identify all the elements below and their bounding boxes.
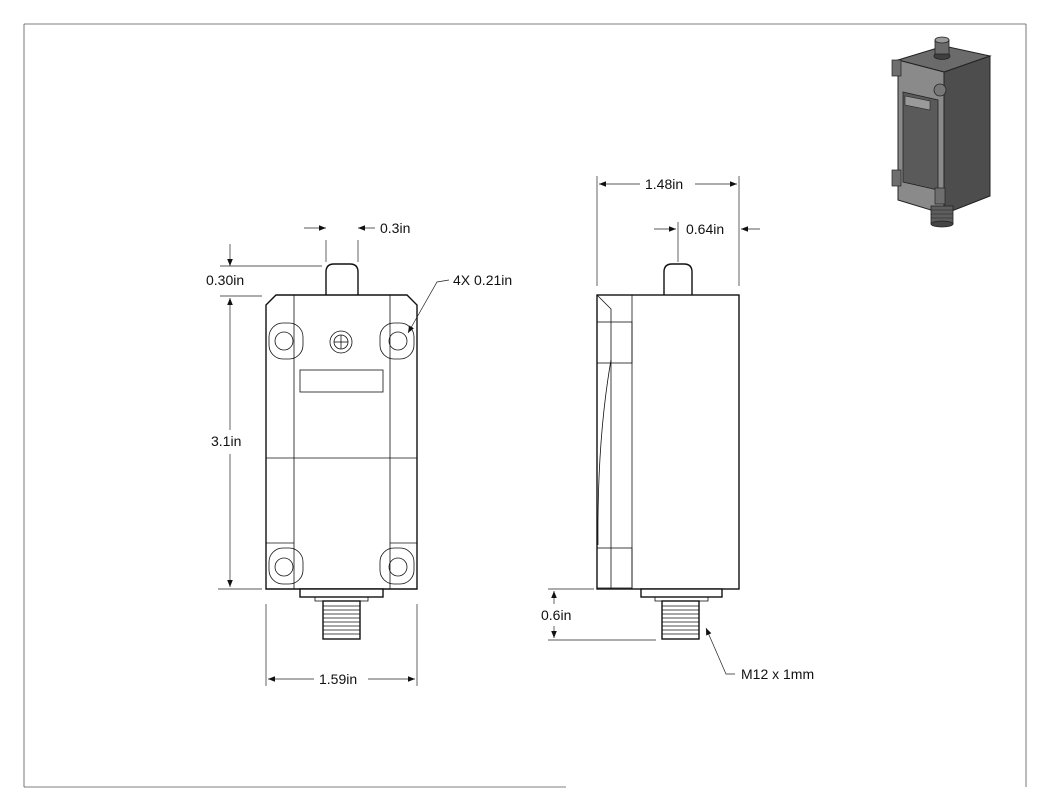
front-screw — [329, 330, 353, 354]
side-body-outline — [596, 294, 740, 590]
mounting-holes — [268, 322, 415, 585]
dim-body-width: 1.59in — [319, 671, 357, 687]
side-m12-connector — [661, 600, 700, 640]
dim-side-depth: 1.48in — [645, 176, 683, 192]
front-plunger-pin — [325, 263, 359, 297]
side-view — [596, 263, 740, 640]
front-dimensions — [218, 225, 450, 686]
dim-body-height: 3.1in — [211, 433, 241, 449]
dim-mount-holes: 4X 0.21in — [453, 272, 512, 288]
dim-connector-length: 0.6in — [541, 607, 571, 623]
front-flange — [299, 588, 384, 598]
side-flange — [640, 588, 723, 598]
front-label-plate — [299, 369, 384, 393]
side-dimensions — [548, 176, 760, 675]
isometric-render — [891, 36, 992, 228]
front-body-outline — [265, 294, 418, 590]
dim-thread: M12 x 1mm — [741, 666, 814, 682]
dim-pin-width: 0.3in — [380, 220, 410, 236]
front-m12-connector — [322, 600, 361, 640]
side-plunger-pin — [663, 263, 693, 297]
dim-pin-height: 0.30in — [206, 272, 244, 288]
dim-pin-offset: 0.64in — [686, 221, 724, 237]
sheet-border — [23, 23, 1027, 788]
front-view — [265, 263, 418, 640]
